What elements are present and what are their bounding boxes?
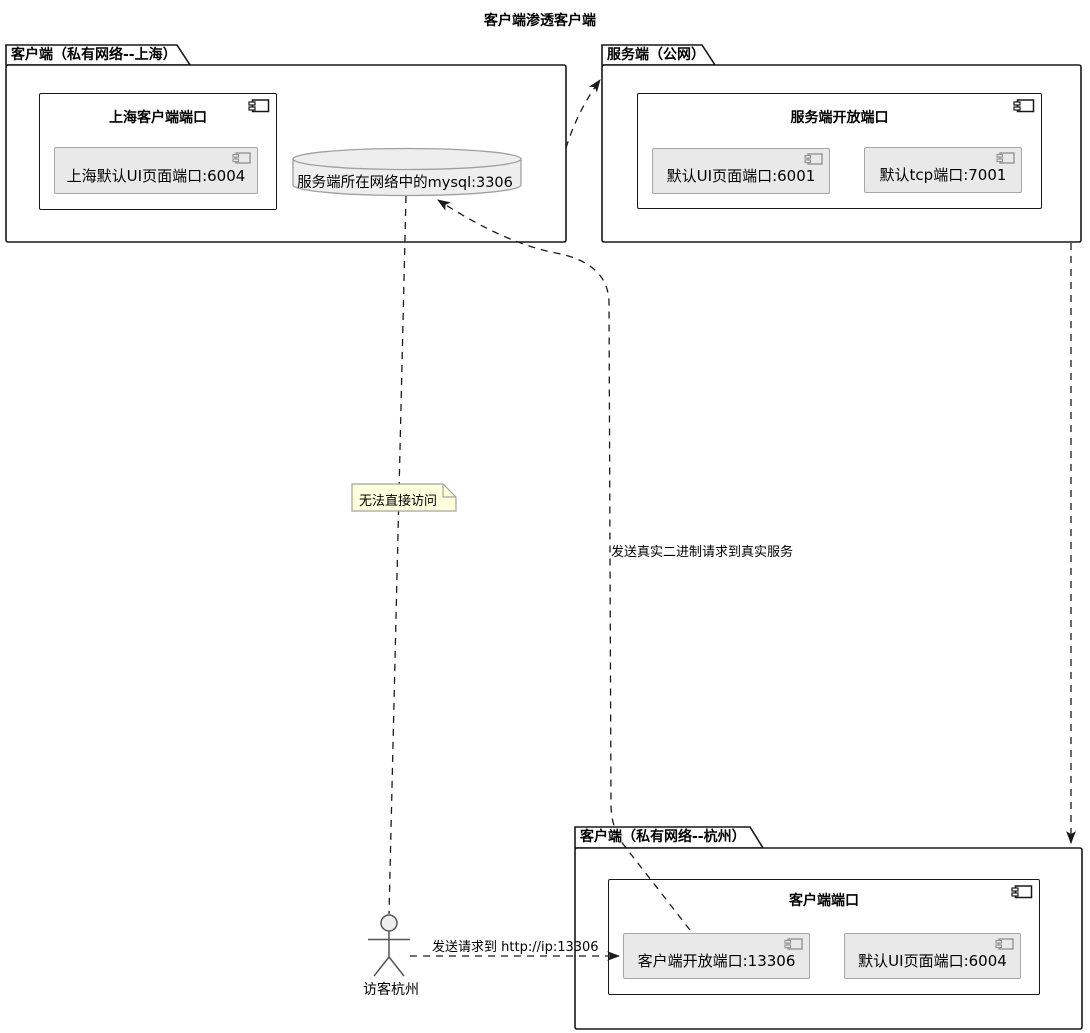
component-icon [232,152,251,164]
port-server-ui-6001: 默认UI页面端口:6001 [652,148,830,194]
component-icon [995,938,1014,950]
package-server-name: 服务端（公网） [607,47,705,63]
edge-label-visitor-request: 发送请求到 http://ip:13306 [432,940,599,955]
component-icon [996,152,1015,164]
port-shanghai-ui-6004: 上海默认UI页面端口:6004 [54,147,258,194]
edge-shanghai-to-server [565,79,601,149]
component-icon [804,153,823,165]
package-hangzhou-name: 客户端（私有网络--杭州） [580,829,746,845]
edge-hangzhou-to-mysql [437,199,691,931]
port-label: 客户端开放端口:13306 [637,952,796,970]
component-title: 上海客户端端口 [109,110,207,126]
mysql-database-label: 服务端所在网络中的mysql:3306 [297,175,513,191]
edge-label-binary-request: 发送真实二进制请求到真实服务 [611,545,794,560]
port-server-tcp-7001: 默认tcp端口:7001 [864,147,1022,193]
package-shanghai-name: 客户端（私有网络--上海） [11,47,177,63]
component-title: 服务端开放端口 [790,110,889,126]
note-text: 无法直接访问 [359,494,438,509]
diagram-title: 客户端渗透客户端 [484,13,596,29]
port-label: 默认tcp端口:7001 [879,166,1007,184]
actor-visitor-hangzhou [368,914,410,977]
port-label: 默认UI页面端口:6001 [666,167,816,185]
component-icon [1013,99,1035,113]
port-hangzhou-ui-6004: 默认UI页面端口:6004 [844,933,1021,979]
port-hangzhou-open-13306: 客户端开放端口:13306 [623,933,810,979]
port-label: 上海默认UI页面端口:6004 [66,166,246,185]
port-label: 默认UI页面端口:6004 [858,952,1007,970]
edge-mysql-to-visitor [388,195,407,915]
actor-label: 访客杭州 [363,982,419,998]
component-title: 客户端端口 [789,893,859,909]
component-icon [248,99,270,113]
component-icon [784,938,803,950]
component-icon [1011,885,1033,899]
